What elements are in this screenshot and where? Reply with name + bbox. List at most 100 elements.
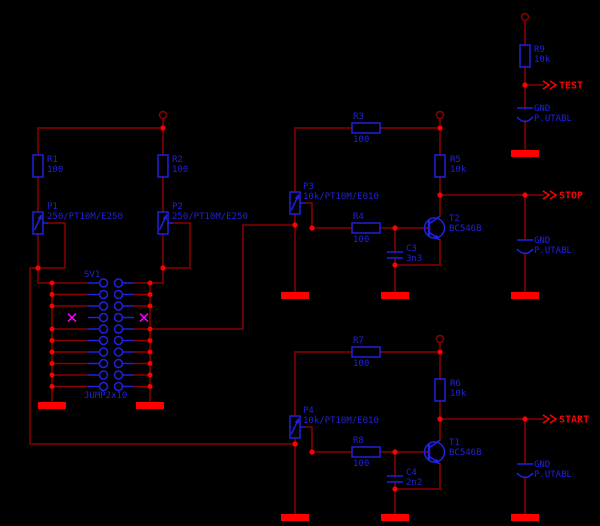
junction-dot [392,486,398,492]
junction-dots [35,82,528,492]
transistor-t2[interactable]: T2 BC546B [423,214,482,241]
p2-name-label: P2 [172,202,183,212]
pad-test[interactable]: GND P.UTABL [516,104,572,124]
net-arrow-icon [549,190,558,200]
connector-pin-row[interactable] [48,381,154,392]
wire-segment[interactable] [394,239,441,266]
connector-sv1[interactable]: SV1 JUMP2x10 [48,270,154,401]
ground-symbol[interactable] [511,514,539,521]
junction-dot [160,125,166,131]
net-arrow-icon [542,414,551,424]
wire-segment[interactable] [304,426,313,453]
resistor-body [351,446,381,458]
pad-curved-plate [516,472,534,479]
transistor-emitter-arrow-icon [433,234,440,240]
potentiometer-p1[interactable]: P1 250/PT10M/E250 [32,202,123,235]
r3-name-label: R3 [353,112,364,122]
r6-name-label: R6 [450,379,461,389]
ground-symbol[interactable] [511,150,539,157]
wire-segment[interactable] [162,222,191,269]
power-pin-icon[interactable] [435,110,445,120]
connector-pin-row[interactable] [48,301,154,311]
power-pins [158,12,530,344]
ground-symbol[interactable] [281,514,309,521]
pot-arrowhead-icon [162,214,167,220]
pad-curved-plate [516,248,534,255]
c3-value-label: 3n3 [406,254,422,264]
power-pin-icon[interactable] [520,12,530,22]
connector-pin-row[interactable] [48,289,154,300]
r4-value-label: 100 [353,235,369,245]
pad-stop-name-label: GND [534,236,550,246]
wire-segment[interactable] [37,222,66,269]
connector-pin-row[interactable] [48,324,154,334]
wire-segment[interactable] [149,224,296,330]
resistor-r7[interactable]: R7 100 [351,336,381,369]
connector-pin-row[interactable] [48,347,154,357]
resistor-body [32,154,44,178]
junction-dot [437,416,443,422]
transistor-collector [428,439,441,449]
p2-value-label: 250/PT10M/E250 [172,212,248,222]
wire-segment[interactable] [149,233,164,284]
wire-segment[interactable] [304,202,313,229]
junction-dot [392,262,398,268]
t1-value-label: BC546B [449,448,482,458]
net-flag-start[interactable]: START [542,414,589,426]
resistor-r5[interactable]: R5 10k [434,154,467,178]
transistor-t1[interactable]: T1 BC546B [423,438,482,465]
resistor-r6[interactable]: R6 10k [434,378,467,402]
ground-symbol[interactable] [281,292,309,299]
connector-pin-row[interactable] [48,335,154,346]
resistor-r3[interactable]: R3 100 [351,112,381,145]
wire-segment[interactable] [394,463,441,490]
connector-pin-row-nc[interactable] [67,312,149,323]
r2-value-label: 100 [172,165,188,175]
resistor-r4[interactable]: R4 100 [351,212,381,245]
junction-dot [392,225,398,231]
capacitor-c3[interactable]: C3 3n3 [387,244,422,264]
sv1-value-label: JUMP2x10 [84,391,127,401]
c3-name-label: C3 [406,244,417,254]
junction-dot [392,449,398,455]
transistor-emitter-arrow-icon [433,458,440,464]
ground-symbol[interactable] [381,514,409,521]
resistor-body [157,154,169,178]
wire-segment[interactable] [37,233,53,284]
net-arrow-icon [542,80,551,90]
pad-stop-value-label: P.UTABL [534,246,572,256]
connector-pin-row[interactable] [48,278,154,288]
ground-symbol[interactable] [381,292,409,299]
wire-segment[interactable] [29,267,296,445]
r5-value-label: 10k [450,165,467,175]
net-label-start: START [559,415,589,426]
potentiometer-p4[interactable]: P4 10k/PT10M/E010 [289,406,379,439]
power-pin-icon[interactable] [158,110,168,120]
capacitor-c4[interactable]: C4 2n2 [387,468,422,488]
junction-dot [522,82,528,88]
resistor-r1[interactable]: R1 100 [32,154,63,178]
pad-stop[interactable]: GND P.UTABL [516,236,572,256]
junction-dot [437,125,443,131]
junction-dot [292,222,298,228]
ground-symbol[interactable] [136,402,164,409]
ground-symbol[interactable] [511,292,539,299]
resistor-body [351,222,381,234]
power-pin-icon[interactable] [435,334,445,344]
resistor-r8[interactable]: R8 100 [351,436,381,469]
transistor-collector [428,215,441,225]
junction-dot [309,225,315,231]
ground-symbol[interactable] [38,402,66,409]
connector-pin-row[interactable] [48,370,154,380]
potentiometer-p3[interactable]: P3 10k/PT10M/E010 [289,182,379,215]
resistor-r2[interactable]: R2 100 [157,154,188,178]
pad-start[interactable]: GND P.UTABL [516,460,572,480]
resistor-r9[interactable]: R9 10k [519,44,551,68]
net-flag-test[interactable]: TEST [542,80,583,92]
net-flag-stop[interactable]: STOP [542,190,583,202]
connector-pin-row[interactable] [48,358,154,369]
r8-name-label: R8 [353,436,364,446]
potentiometer-p2[interactable]: P2 250/PT10M/E250 [157,202,248,235]
c4-value-label: 2n2 [406,478,422,488]
